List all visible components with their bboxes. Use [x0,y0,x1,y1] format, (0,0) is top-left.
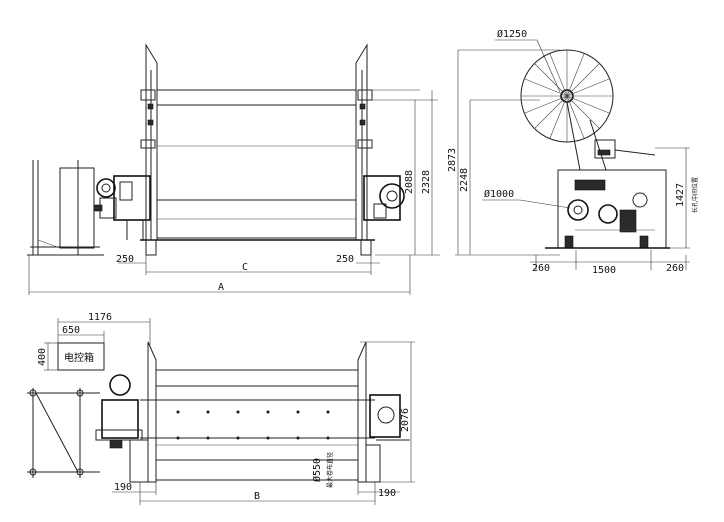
upper-beam [157,89,356,147]
plan-view: 电控箱 1176 650 400 [27,312,415,505]
dim-250-right: 250 [336,254,354,265]
side-width-dims [530,250,690,270]
note-1427: 长孔中间位置 [691,177,699,213]
dim-1176: 1176 [88,312,112,323]
left-gearbox [93,175,151,240]
dim-260-right: 260 [666,263,684,274]
dim-1427: 1427 [675,183,686,207]
plan-right-frame [357,341,367,483]
dim-400: 400 [37,348,48,366]
dim-2076: 2076 [400,408,411,432]
plan-creel [27,388,100,478]
dim-2873: 2873 [447,148,458,172]
note-550: 最大卷布直径 [326,452,334,488]
control-box-label: 电控箱 [64,351,94,364]
dim-190-right: 190 [378,488,396,499]
plan-beams [140,369,375,481]
right-motor [363,175,405,221]
plan-left-frame [147,341,157,483]
dim-2088: 2088 [404,170,415,194]
large-wheel [520,49,614,143]
dia-1000: Ø1000 [484,188,514,200]
plan-right-motor [365,394,410,483]
plan-width-dims [112,482,400,505]
dim-2248: 2248 [459,168,470,192]
creel-stand [27,160,104,256]
front-view: 2088 2328 250 250 C A [27,43,440,295]
dim-b: B [254,491,260,502]
cloth-roll [156,199,357,239]
front-width-dims [28,255,411,295]
side-height-dims [455,49,690,256]
left-foot [145,239,157,256]
control-box-dims [44,318,151,371]
dim-260-left: 260 [532,263,550,274]
dim-190-left: 190 [114,482,132,493]
dim-1500: 1500 [592,265,616,276]
side-frame [557,101,667,249]
front-height-dims [365,89,440,256]
side-view: Ø1250 Ø1000 2873 2248 1427 长孔中间位置 260 [447,28,699,276]
plan-left-gearbox [95,374,149,483]
dim-c: C [242,262,248,273]
left-frame [140,43,158,241]
dia-550: Ø550 [311,458,323,482]
plan-2076-dim [360,341,415,483]
dia-1250: Ø1250 [497,28,527,40]
plan-bolts [176,410,330,440]
dim-2328: 2328 [421,170,432,194]
dim-a: A [218,282,224,293]
dim-250-left: 250 [116,254,134,265]
control-box [57,342,105,371]
dim-650: 650 [62,325,80,336]
right-foot [360,239,372,256]
